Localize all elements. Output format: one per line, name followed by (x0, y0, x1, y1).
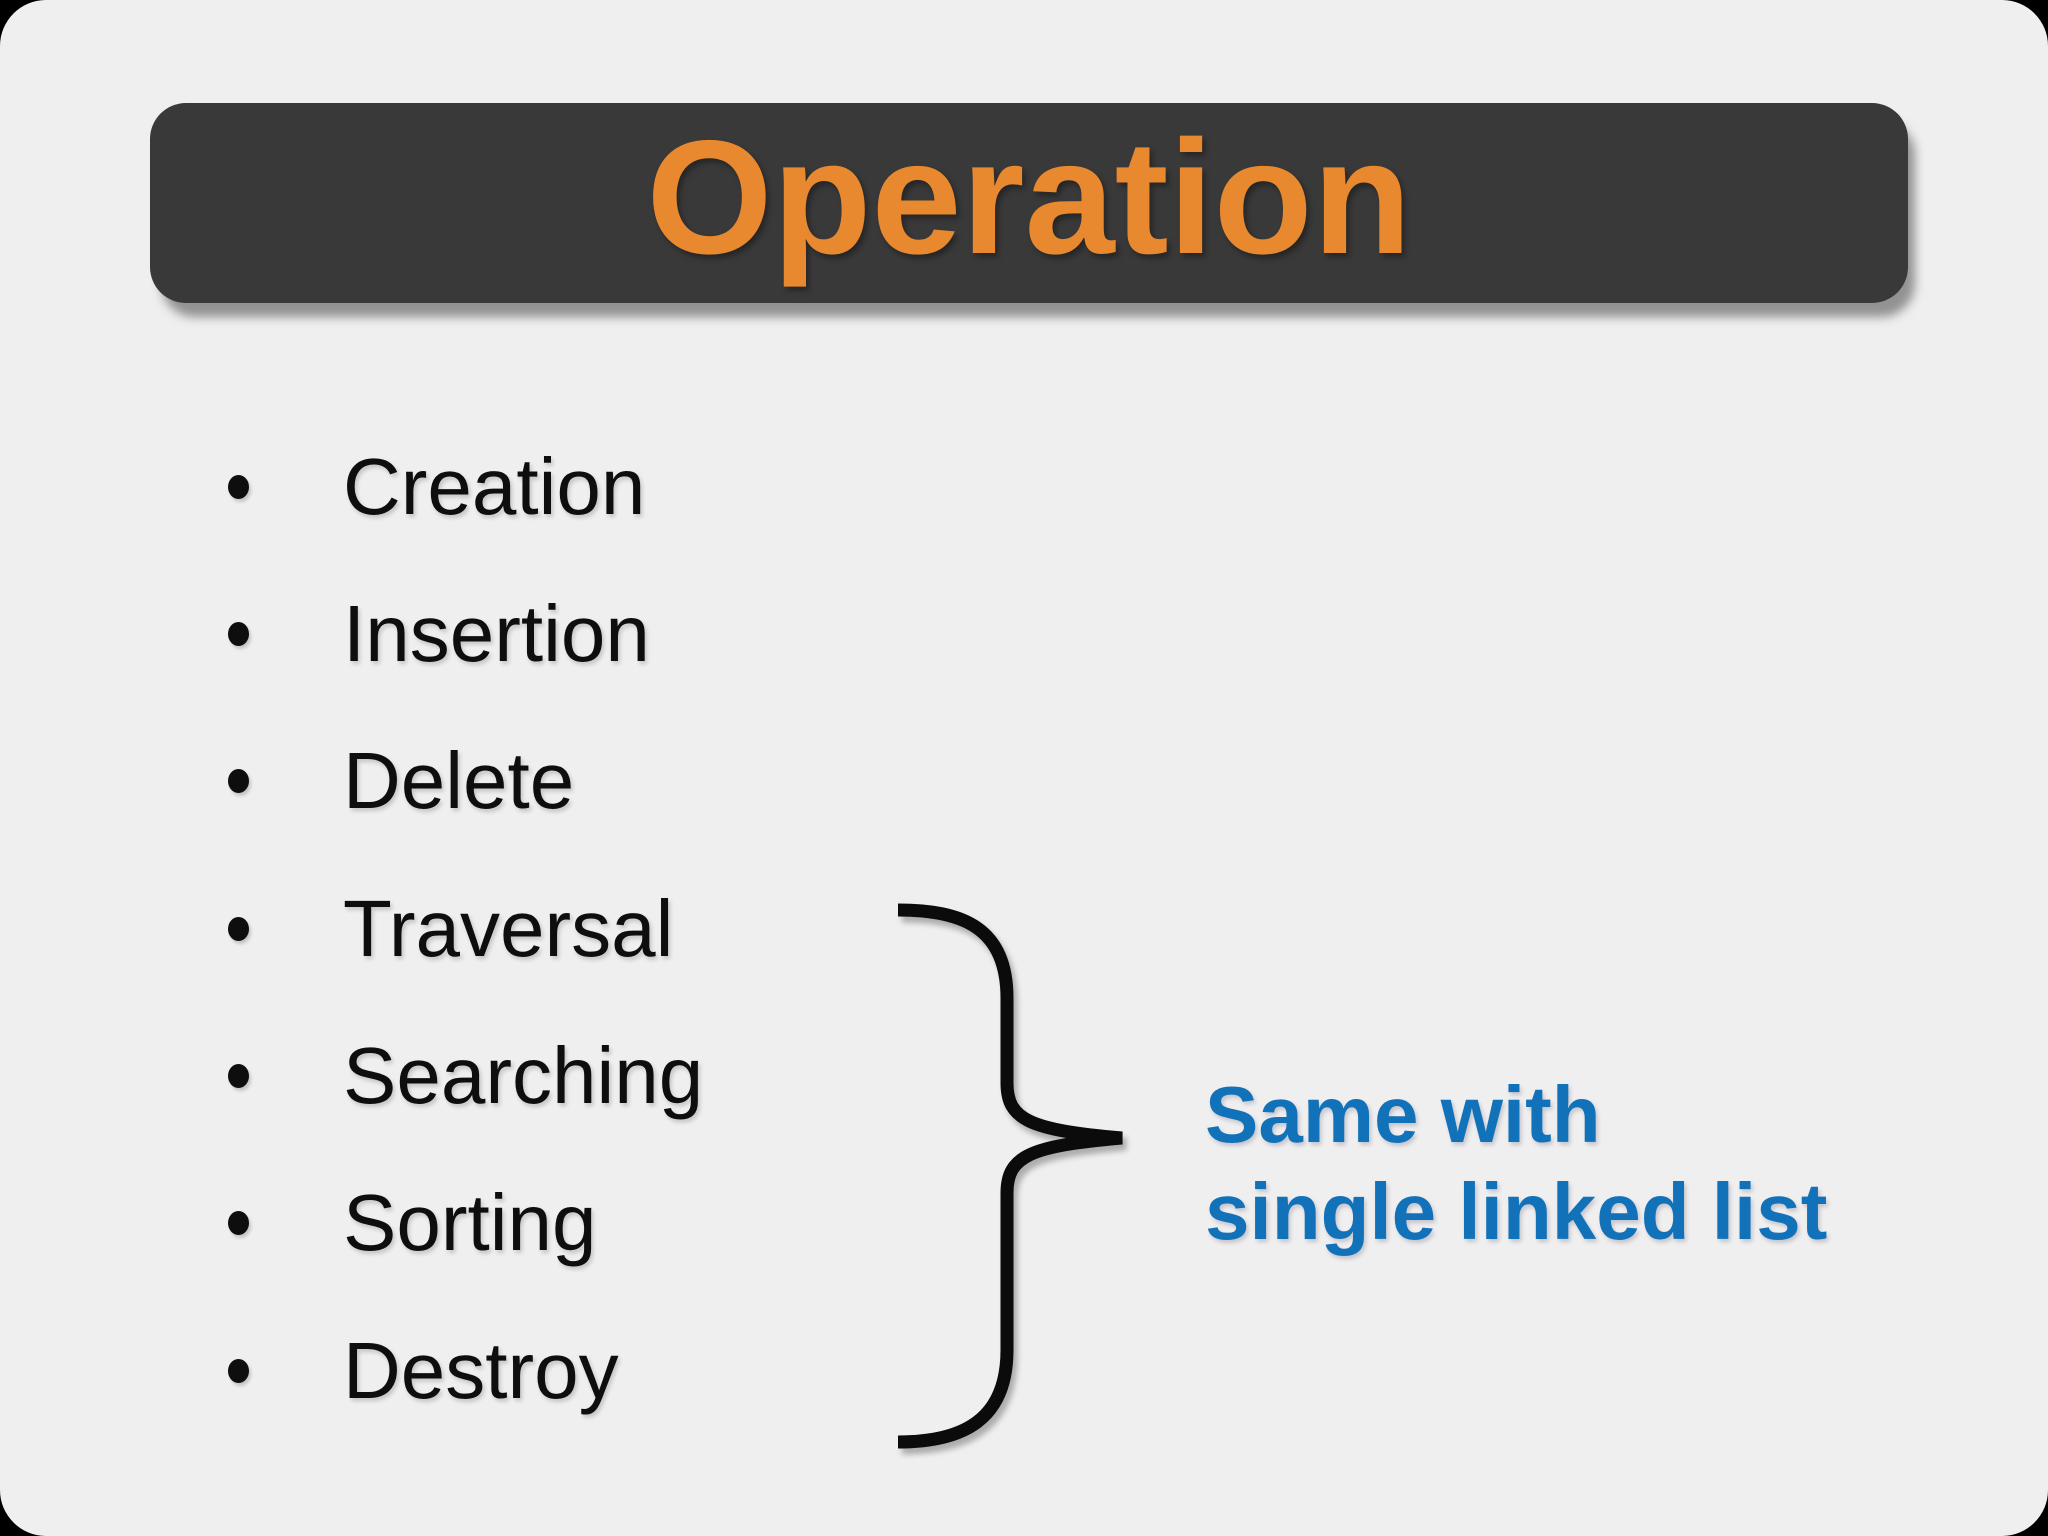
list-item: Destroy (228, 1316, 619, 1426)
annotation-text: Same with single linked list (1205, 1066, 1827, 1260)
bullet-icon (228, 475, 249, 499)
operations-bullet-list: Creation Insertion Delete Traversal Sear… (228, 432, 703, 1426)
list-item: Traversal (228, 874, 673, 984)
slide-title: Operation (646, 107, 1412, 288)
list-item: Insertion (228, 579, 650, 689)
list-item: Creation (228, 432, 645, 542)
list-item-label: Insertion (343, 589, 650, 678)
bullet-icon (228, 622, 249, 646)
list-item: Delete (228, 726, 574, 836)
annotation-line-2: single linked list (1205, 1167, 1828, 1256)
annotation-line-1: Same with (1205, 1070, 1601, 1159)
list-item-label: Searching (343, 1031, 704, 1120)
bullet-icon (228, 1359, 249, 1383)
right-brace-icon (897, 903, 1123, 1449)
bullet-icon (228, 917, 249, 941)
list-item-label: Destroy (343, 1326, 619, 1415)
list-item-label: Traversal (343, 884, 674, 973)
list-item-label: Delete (343, 736, 575, 825)
bullet-icon (228, 1064, 249, 1088)
title-bar: Operation (150, 103, 1908, 303)
list-item: Sorting (228, 1168, 596, 1278)
bullet-icon (228, 1211, 249, 1235)
list-item-label: Sorting (343, 1178, 597, 1267)
list-item: Searching (228, 1021, 703, 1131)
list-item-label: Creation (343, 442, 646, 531)
bullet-icon (228, 769, 249, 793)
